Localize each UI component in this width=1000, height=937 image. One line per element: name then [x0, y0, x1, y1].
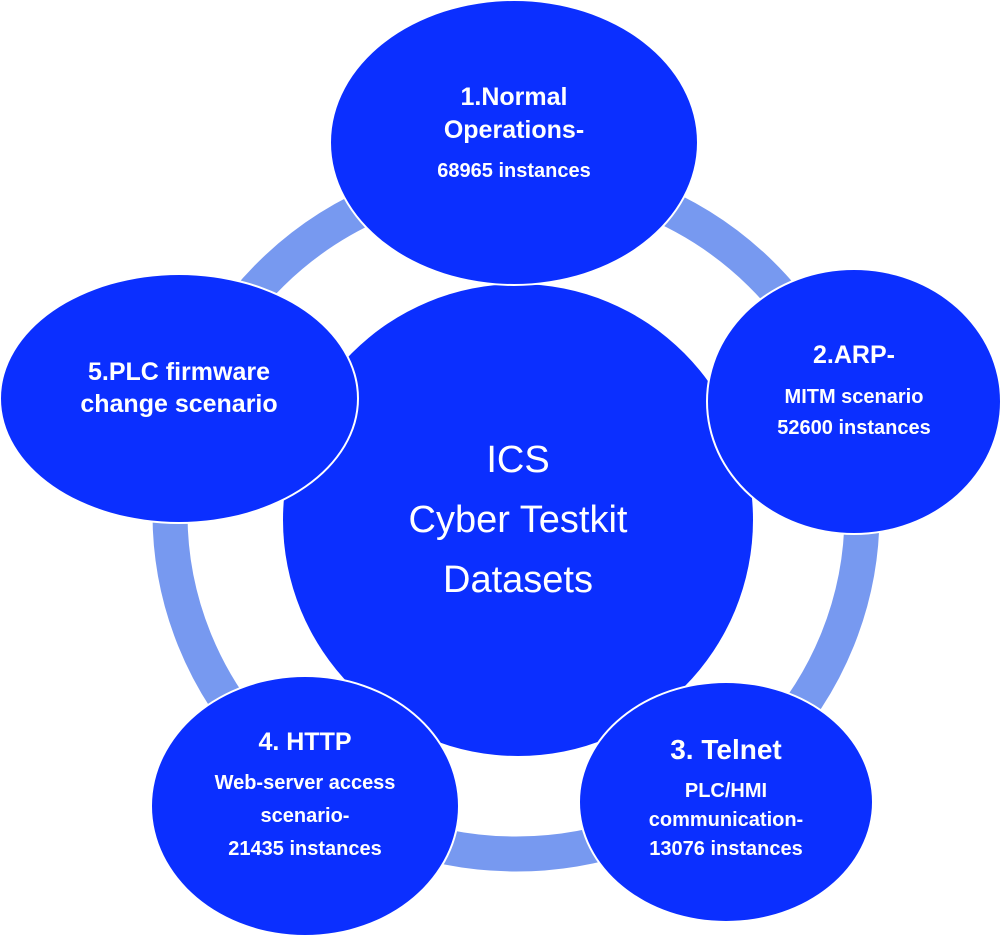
node-4-detail: Web-server access scenario- 21435 instan… [214, 772, 396, 860]
node-5-title: 5.PLC firmware change scenario [80, 357, 278, 418]
node-2-title: 2.ARP- [813, 341, 895, 369]
node-1-detail: 68965 instances [437, 159, 591, 182]
node-3-detail: PLC/HMI communication- 13076 instances [648, 779, 804, 860]
node-4-title: 4. HTTP [258, 728, 352, 756]
node-normal-operations: 1.Normal Operations- 68965 instances [329, 0, 699, 286]
center-node: ICS Cyber Testkit Datasets [283, 284, 753, 756]
node-3-title: 3. Telnet [670, 733, 782, 765]
node-http: 4. HTTP Web-server access scenario- 2143… [150, 675, 460, 937]
center-title: ICS Cyber Testkit Datasets [408, 439, 628, 601]
node-2-detail: MITM scenario 52600 instances [777, 386, 931, 439]
node-arp-mitm: 2.ARP- MITM scenario 52600 instances [706, 268, 1000, 535]
node-telnet: 3. Telnet PLC/HMI communication- 13076 i… [578, 681, 874, 923]
node-1-title: 1.Normal Operations- [443, 82, 585, 144]
node-plc-firmware: 5.PLC firmware change scenario [0, 273, 359, 524]
